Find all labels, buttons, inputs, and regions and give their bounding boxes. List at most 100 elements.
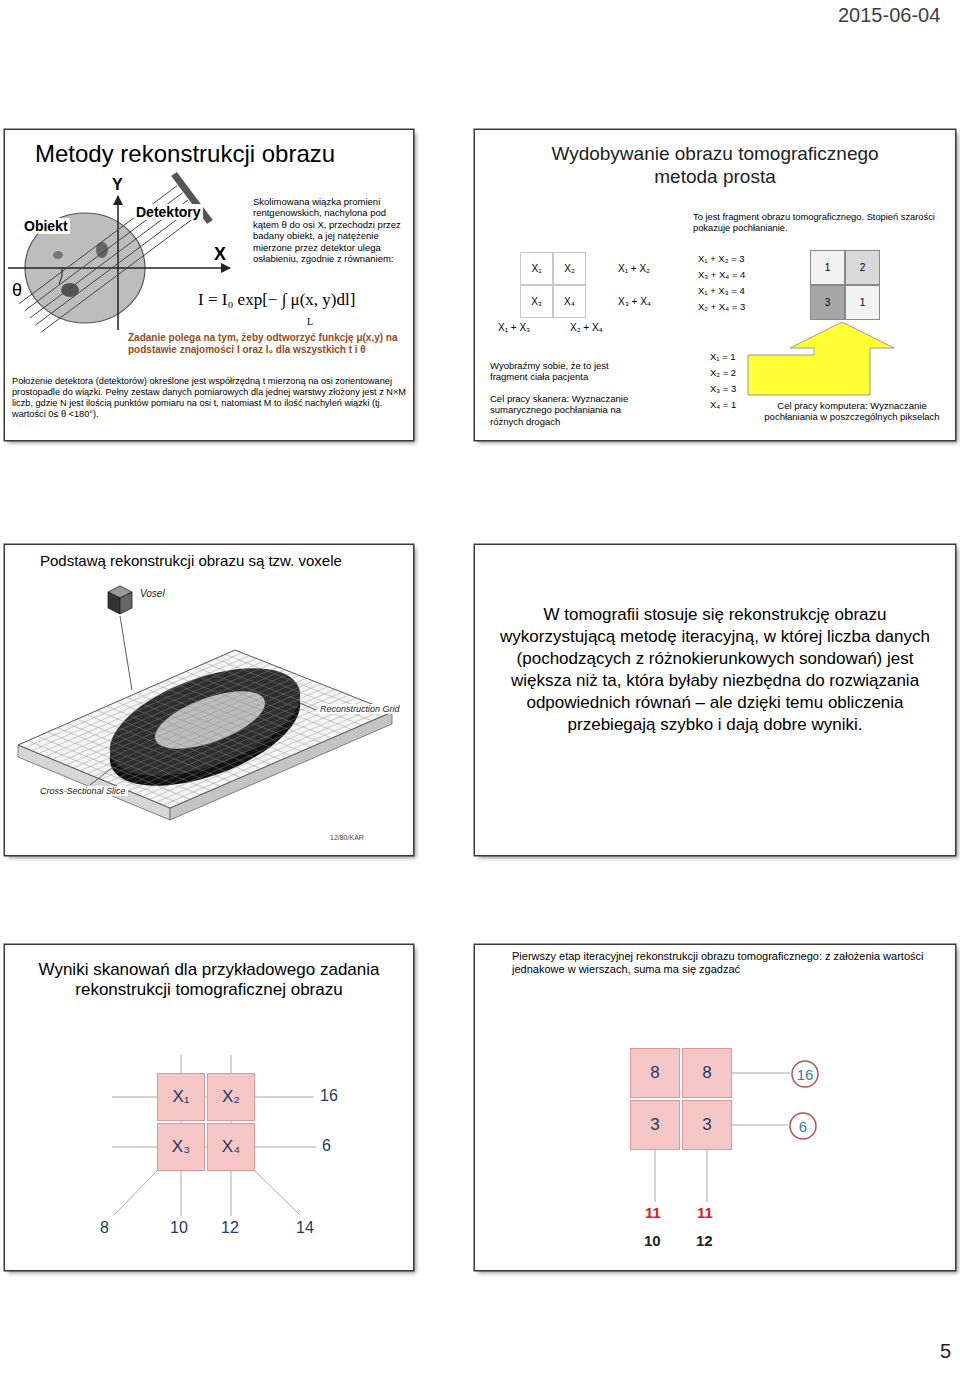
sum-line bbox=[732, 1125, 788, 1126]
cell-value: 8 bbox=[702, 1063, 711, 1083]
slide-frame: Metody rekonstrukcji obrazuSkolimowana w… bbox=[5, 130, 413, 440]
body-text: Cel pracy skanera: Wyznaczanie sumaryczn… bbox=[490, 393, 655, 427]
ct-geometry-figure bbox=[8, 174, 230, 332]
grid-line bbox=[176, 676, 332, 738]
cell-value: 16 bbox=[797, 1066, 814, 1083]
cell-value: X₄ bbox=[564, 296, 575, 307]
cell-value: X₂ bbox=[564, 263, 575, 274]
sum-label: X₁ + X₂ bbox=[618, 263, 650, 275]
pixel-cell: X₃ bbox=[520, 285, 553, 318]
grid-line bbox=[205, 663, 361, 725]
angle-arc bbox=[59, 268, 62, 284]
cell-value: X₁ bbox=[172, 1087, 189, 1107]
body-text: To jest fragment obrazu tomograficznego.… bbox=[693, 212, 953, 234]
sum-line bbox=[114, 1171, 157, 1215]
sum-line bbox=[655, 1150, 656, 1202]
cell-value: X₁ bbox=[531, 263, 541, 274]
cell-value: 1 bbox=[860, 297, 866, 308]
cell-value: 3 bbox=[702, 1115, 711, 1135]
pixel-cell: 3 bbox=[682, 1100, 732, 1150]
axis-label: Y bbox=[112, 176, 123, 194]
figure-credit: 12/80/KAR bbox=[330, 834, 364, 842]
slab-top bbox=[18, 650, 392, 808]
pixel-cell: X₄ bbox=[553, 285, 586, 318]
pixel-cell: X₂ bbox=[207, 1073, 255, 1121]
part-label: Detektory bbox=[134, 204, 203, 220]
slice-leader bbox=[90, 768, 112, 785]
grey-pixel: 1 bbox=[810, 250, 845, 285]
pixel-cell: X₃ bbox=[157, 1123, 205, 1171]
cell-value: X₂ bbox=[222, 1087, 240, 1107]
figure-label: Vosel bbox=[140, 588, 165, 600]
part-label: Obiekt bbox=[22, 218, 70, 234]
cell-value: 8 bbox=[650, 1063, 659, 1083]
pixel-cell: 3 bbox=[630, 1100, 680, 1150]
cell-value: 3 bbox=[650, 1115, 659, 1135]
solution: X₁ = 1 bbox=[710, 352, 736, 363]
cell-value: 2 bbox=[860, 262, 866, 273]
body-text: Skolimowana wiązka promieni rentgenowski… bbox=[253, 196, 405, 264]
pixel-cell: X₂ bbox=[553, 252, 586, 285]
equation-limit: L bbox=[307, 316, 313, 328]
body-text: Położenie detektora (detektorów) określo… bbox=[12, 376, 408, 420]
sum-value: 14 bbox=[296, 1219, 314, 1237]
slide-title: Wyniki skanowań dla przykładowego zadani… bbox=[15, 960, 403, 1001]
axis-label: X bbox=[214, 244, 226, 265]
grid-leader bbox=[300, 703, 316, 710]
sum-value: 12 bbox=[221, 1219, 239, 1237]
body-text: Cel pracy komputera: Wyznaczanie pochłan… bbox=[752, 400, 952, 423]
cell-value: X₄ bbox=[222, 1137, 240, 1157]
sum-value: 12 bbox=[696, 1232, 713, 1249]
grid-line bbox=[142, 701, 363, 797]
pixel-cell: X₁ bbox=[157, 1073, 205, 1121]
grey-pixel: 2 bbox=[845, 250, 880, 285]
page-date: 2015-06-04 bbox=[838, 4, 940, 27]
sum-value: 10 bbox=[170, 1219, 188, 1237]
figure-label: Cross-Sectional Slice bbox=[38, 786, 128, 796]
sum-value: 11 bbox=[697, 1204, 713, 1221]
object-spot bbox=[53, 251, 63, 259]
grid-line bbox=[196, 667, 352, 729]
slide-frame: Podstawą rekonstrukcji obrazu są tzw. vo… bbox=[5, 545, 413, 855]
circled-sum: 6 bbox=[788, 1111, 818, 1141]
yellow-arrow bbox=[748, 322, 894, 395]
grid-line bbox=[186, 672, 342, 734]
figure-label: Reconstruction Grid bbox=[318, 704, 402, 714]
cell-value: X₃ bbox=[172, 1137, 190, 1157]
equation: X₁ + X₃ = 4 bbox=[698, 286, 745, 297]
cell-value: 3 bbox=[825, 297, 831, 308]
sum-line bbox=[732, 1073, 790, 1074]
slide-frame: W tomografii stosuje się rekonstrukcję o… bbox=[475, 545, 955, 855]
grey-pixel: 3 bbox=[810, 285, 845, 320]
angle-label: θ bbox=[12, 280, 22, 301]
voxel-cube bbox=[108, 592, 120, 614]
solution: X₂ = 2 bbox=[710, 368, 736, 379]
equation: X₃ + X₄ = 4 bbox=[698, 270, 745, 281]
body-text: W tomografii stosuje się rekonstrukcję o… bbox=[490, 604, 940, 737]
solution: X₃ = 3 bbox=[710, 384, 736, 395]
slide-title: Pierwszy etap iteracyjnej rekonstrukcji … bbox=[512, 950, 952, 976]
x-axis bbox=[8, 267, 230, 269]
task-text: Zadanie polega na tym, żeby odtworzyć fu… bbox=[128, 332, 410, 356]
equation: I = I₀ exp[− ∫ μ(x, y)dl] bbox=[198, 290, 355, 310]
slide-frame: X₁ X₂ X₃ X₄ Wyniki skanowań dla przykładoweg… bbox=[5, 945, 413, 1270]
sum-value: 11 bbox=[645, 1204, 661, 1221]
pixel-cell: 8 bbox=[630, 1048, 680, 1098]
slide-title: Wydobywanie obrazu tomograficznego metod… bbox=[530, 143, 900, 189]
reconstruction-grid-lines bbox=[25, 653, 385, 805]
cell-value: X₃ bbox=[531, 296, 542, 307]
sum-line bbox=[255, 1171, 300, 1215]
grid-line bbox=[129, 695, 350, 791]
solution: X₄ = 1 bbox=[710, 400, 736, 411]
circle-outline bbox=[792, 1061, 818, 1087]
grey-pixel: 1 bbox=[845, 285, 880, 320]
sum-label: X₁ + X₃ bbox=[498, 322, 530, 334]
page-number: 5 bbox=[940, 1340, 951, 1363]
pixel-cell: 8 bbox=[682, 1048, 732, 1098]
equation: X₁ + X₂ = 3 bbox=[698, 254, 745, 265]
slide-title: Metody rekonstrukcji obrazu bbox=[35, 140, 407, 169]
sum-line bbox=[707, 1150, 708, 1202]
grid-line bbox=[166, 680, 321, 742]
pixel-cell: X₁ bbox=[520, 252, 553, 285]
cell-value: 1 bbox=[825, 262, 831, 273]
